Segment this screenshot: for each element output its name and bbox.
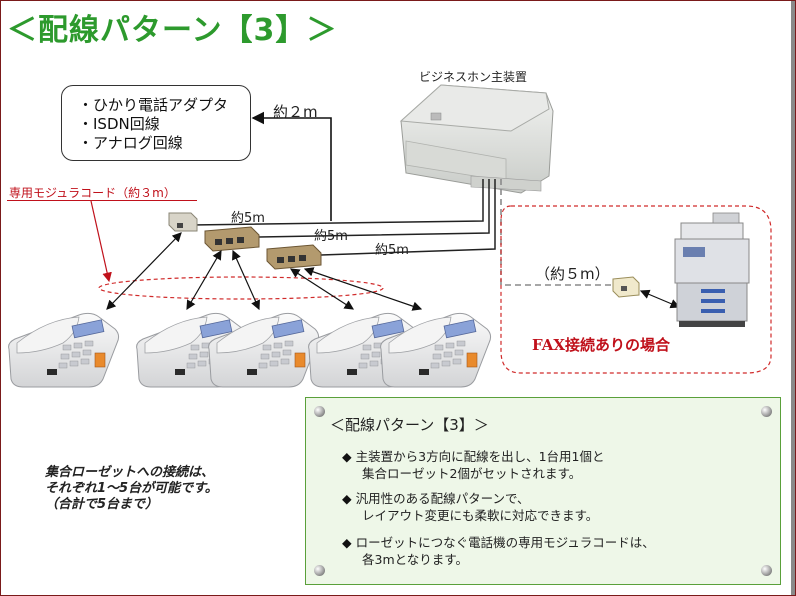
phone-icon (8, 312, 120, 388)
phone-icon (380, 312, 492, 388)
distance-fax: （約５m） (535, 265, 610, 283)
modular-cord-arrow (90, 200, 112, 283)
line-item-analog: ・アナログ回線 (78, 134, 183, 152)
line-item-hikari: ・ひかり電話アダプタ (78, 96, 229, 114)
note-line-3: （合計で5台まで） (45, 497, 159, 512)
fax-area-outline (500, 205, 772, 374)
cord-group-ellipse (98, 276, 384, 300)
external-lines-box: ・ひかり電話アダプタ ・ISDN回線 ・アナログ回線 (61, 85, 251, 161)
fax-machine-icon (674, 212, 750, 327)
page-title: ＜配線パターン【3】＞ (7, 13, 338, 48)
rosette-multi-2-icon (266, 244, 322, 270)
fax-connection (639, 289, 681, 309)
phone-connections (106, 232, 423, 311)
diamond-bullet-icon: ◆ (342, 449, 352, 464)
diamond-bullet-icon: ◆ (342, 535, 352, 550)
diamond-bullet-icon: ◆ (342, 491, 352, 506)
main-unit-icon (399, 84, 554, 194)
distance-rosette-2: 約5m (314, 229, 348, 244)
cables-to-rosettes (190, 179, 496, 256)
rosette-single-icon (168, 212, 198, 232)
line-main-to-lines (251, 111, 332, 221)
modular-cord-label: 専用モジュラコード（約３m） (9, 186, 176, 200)
rosette-multi-1-icon (204, 226, 260, 252)
panel-bullet-2: ◆汎用性のある配線パターンで、 レイアウト変更にも柔軟に対応できます。 (342, 491, 599, 523)
panel-title: ＜配線パターン【3】＞ (330, 416, 489, 434)
panel-bullet-3: ◆ローゼットにつなぐ電話機の専用モジュラコードは、 各3mとなります。 (342, 535, 655, 567)
rivet-top-left (314, 406, 325, 417)
note-line-1: 集合ローゼットへの接続は、 (45, 465, 215, 480)
rivet-top-right (761, 406, 772, 417)
fax-rosette-icon (612, 276, 640, 298)
fax-label: FAX接続ありの場合 (532, 336, 671, 354)
distance-rosette-1: 約5m (231, 211, 265, 226)
phones-group (8, 312, 492, 388)
description-panel: ＜配線パターン【3】＞ ◆主装置から3方向に配線を出し、1台用1個と 集合ローゼ… (305, 397, 781, 585)
rivet-bottom-left (314, 565, 325, 576)
note-line-2: それぞれ1～5台が可能です。 (45, 481, 218, 496)
distance-main-to-lines: 約２m (273, 103, 318, 121)
modular-cord-underline (7, 200, 197, 201)
main-unit-label: ビジネスホン主装置 (419, 70, 528, 84)
panel-bullet-1: ◆主装置から3方向に配線を出し、1台用1個と 集合ローゼット2個がセットされます… (342, 449, 605, 481)
phone-icon (208, 312, 320, 388)
connection-note: 集合ローゼットへの接続は、 それぞれ1～5台が可能です。 （合計で5台まで） (45, 465, 218, 513)
distance-rosette-3: 約5m (375, 243, 409, 258)
line-item-isdn: ・ISDN回線 (78, 115, 160, 133)
rivet-bottom-right (761, 565, 772, 576)
